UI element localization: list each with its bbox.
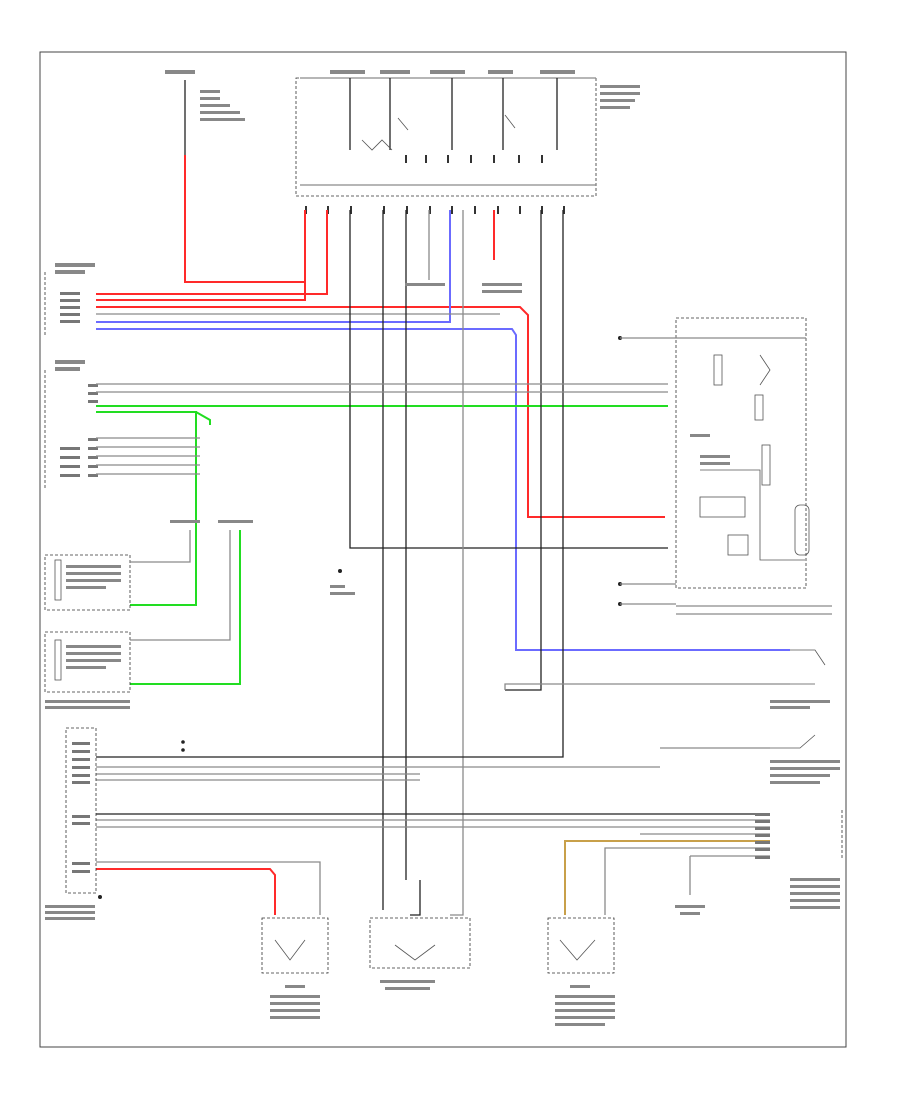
wire-green-3 [195, 411, 211, 425]
wire-red-2 [96, 210, 328, 295]
seat-heater-switch-center [369, 917, 471, 990]
control-module-lower-left [45, 700, 130, 920]
seat-heater-driver [261, 917, 329, 1019]
right-connector-stack [755, 810, 843, 909]
wire-green-4 [130, 530, 241, 685]
wire-black-1 [349, 210, 668, 549]
diagram-frame [39, 51, 847, 1048]
wire-green-2 [96, 411, 197, 606]
wire-blue-1 [96, 210, 451, 323]
wire-black-6 [505, 210, 542, 691]
wire-red-4 [96, 306, 665, 518]
wire-blue-2 [96, 328, 790, 651]
left-junction-block-1 [44, 263, 95, 335]
wire-red-1 [184, 155, 306, 283]
wire-red-6 [96, 868, 276, 915]
right-switch-lower [660, 734, 840, 784]
ground-points [181, 336, 622, 752]
combination-meter [675, 317, 810, 589]
top-fuse-block [184, 77, 597, 214]
left-junction-block-2 [44, 360, 668, 490]
seat-heater-switch-front-left [44, 554, 131, 611]
right-switch-upper [770, 649, 830, 709]
seat-heater-passenger [547, 917, 615, 1026]
wire-black-8 [504, 683, 790, 690]
wire-red-3 [96, 282, 306, 301]
wire-tan-1 [564, 840, 770, 915]
seat-heater-switch-front-right [44, 631, 131, 693]
